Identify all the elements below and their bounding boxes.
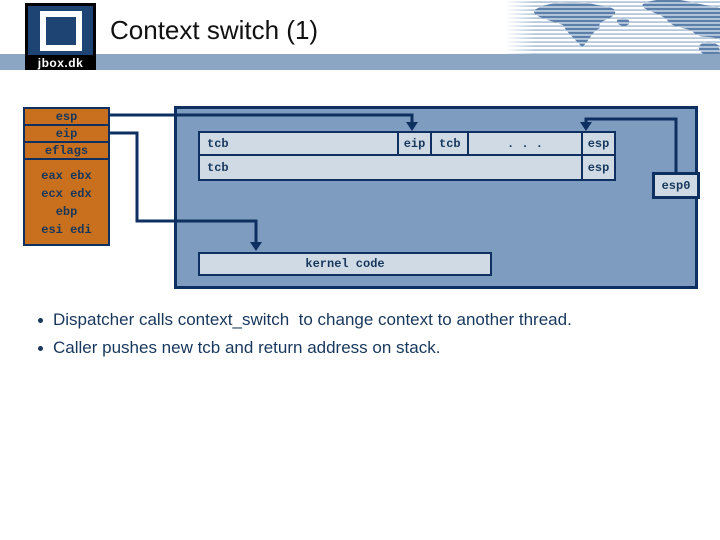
esp0-box: esp0 xyxy=(652,172,700,199)
logo-caption: jbox.dk xyxy=(25,55,96,70)
register-line: ecx edx xyxy=(41,187,92,201)
kernel-code-box: kernel code xyxy=(198,252,492,276)
table-row: tcb esp xyxy=(200,156,614,179)
cell-tcb: tcb xyxy=(432,133,469,154)
bullet-icon xyxy=(38,346,43,351)
stack-memory-table: tcb eip tcb . . . esp tcb esp xyxy=(198,131,616,181)
jbox-logo: jbox.dk xyxy=(25,3,96,70)
bullet-icon xyxy=(38,318,43,323)
cell-tcb: tcb xyxy=(200,156,583,179)
cell-ellipsis: . . . xyxy=(469,133,583,154)
register-line: esi edi xyxy=(41,223,92,237)
header-accent-bar xyxy=(0,54,720,70)
general-registers-group: eax ebx ecx edx ebp esi edi xyxy=(25,160,108,242)
bullet-text: Caller pushes new tcb and return address… xyxy=(53,338,441,357)
list-item: Caller pushes new tcb and return address… xyxy=(30,334,700,362)
list-item: Dispatcher calls context_switch to chang… xyxy=(30,306,700,334)
register-line: eax ebx xyxy=(41,169,92,183)
stack-row-eflags: eflags xyxy=(25,143,108,160)
cell-esp: esp xyxy=(587,160,610,175)
register-line: ebp xyxy=(55,205,78,219)
cell-eip: eip xyxy=(399,133,432,154)
cell-tcb: tcb xyxy=(200,133,399,154)
jbox-logo-square-icon xyxy=(28,6,93,55)
table-row: tcb eip tcb . . . esp xyxy=(200,133,614,156)
stack-row-esp: esp xyxy=(25,109,108,126)
stack-row-eip: eip xyxy=(25,126,108,143)
world-map-graphic xyxy=(505,0,720,54)
register-stack-box: esp eip eflags eax ebx ecx edx ebp esi e… xyxy=(23,107,110,246)
page-title: Context switch (1) xyxy=(110,15,319,45)
bullet-text: Dispatcher calls context_switch to chang… xyxy=(53,310,572,329)
jbox-logo-ring-icon xyxy=(39,10,82,51)
cell-esp: esp xyxy=(587,136,610,151)
bullet-list: Dispatcher calls context_switch to chang… xyxy=(30,306,700,362)
